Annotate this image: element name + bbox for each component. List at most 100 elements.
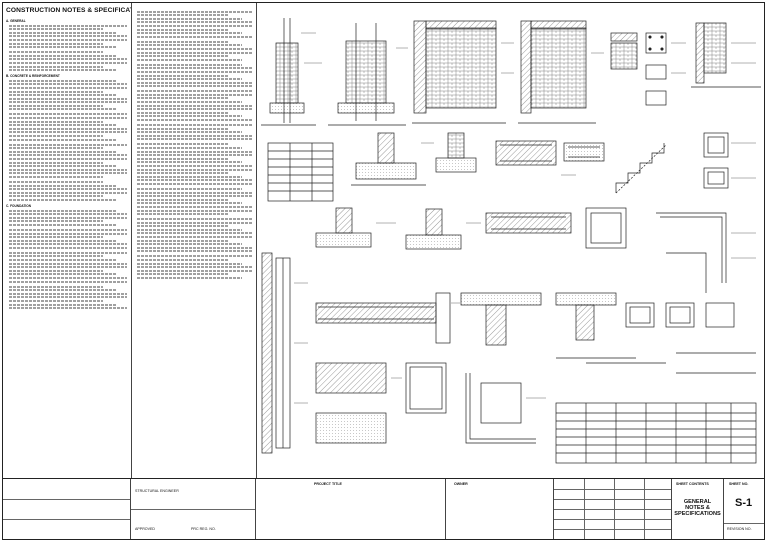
project-title-label: PROJECT TITLE [314, 482, 342, 486]
col1-note-line [9, 191, 127, 194]
col2-note-line [137, 277, 242, 279]
col1-note-line [9, 269, 103, 272]
col1-note-block: B. CONCRETE & REINFORCEMENT [3, 74, 131, 111]
col2-note-line [137, 202, 242, 205]
engineer-block: STRUCTURAL ENGINEER APPROVED PRC REG. NO… [131, 479, 256, 539]
col2-note-line [137, 198, 228, 201]
col2-note-line [137, 161, 242, 164]
drawing-area [256, 3, 764, 478]
col2-note-line [137, 259, 228, 262]
col1-note-line [9, 24, 127, 27]
col1-note-line [9, 243, 127, 246]
col2-note-line [137, 97, 228, 100]
col2-note-line [137, 221, 252, 224]
bar-schedule-table [555, 402, 757, 464]
col1-note-line [9, 138, 117, 141]
col2-note-line [137, 58, 242, 61]
col2-note-line [137, 51, 252, 54]
col1-note-line [9, 51, 103, 54]
lintel-detail [610, 32, 667, 106]
col1-note-line [9, 124, 117, 127]
col2-note-line [137, 124, 252, 127]
col2-note-line [137, 78, 242, 81]
col1-note-line [9, 289, 117, 292]
col2-note-line [137, 164, 252, 167]
col1-note-line [9, 90, 103, 93]
col2-note-line [137, 213, 228, 216]
col2-note-line [137, 111, 228, 114]
col2-note-block [131, 218, 256, 253]
col1-note-line [9, 280, 127, 283]
col1-note-line [9, 165, 117, 168]
sheet-contents-value: GENERAL NOTES & SPECIFICATIONS [674, 499, 721, 517]
stirrup-details [625, 302, 735, 328]
title-block: STRUCTURAL ENGINEER APPROVED PRC REG. NO… [3, 478, 764, 539]
col1-note-line [9, 172, 127, 175]
col1-note-block: A. GENERAL [3, 19, 131, 49]
col2-note-line [137, 115, 242, 118]
col2-note-block [131, 10, 256, 38]
sheet-contents-label: SHEET CONTENTS [676, 482, 709, 486]
anchorage-detail [465, 373, 536, 444]
col1-note-line [9, 273, 117, 276]
col2-note-line [137, 40, 228, 43]
col1-note-line [9, 101, 127, 104]
col1-note-line [9, 28, 103, 31]
beam-detail-mid [495, 140, 605, 166]
col2-note-line [137, 243, 242, 246]
corner-bar-detail [656, 212, 727, 293]
revision-label: REVISION NO. [727, 527, 752, 531]
col2-note-line [137, 246, 252, 249]
col1-note-line [9, 223, 117, 226]
col1-note-line [9, 262, 127, 265]
column-section-right [691, 22, 761, 88]
col1-note-line [9, 42, 103, 45]
col1-note-line [9, 220, 103, 223]
col1-note-line [9, 259, 117, 262]
col1-note-line [9, 303, 117, 306]
slab-beam-junction [460, 292, 617, 346]
revision-grid [554, 479, 672, 539]
col2-note-line [137, 21, 252, 24]
col1-note-heading: B. CONCRETE & REINFORCEMENT [6, 74, 60, 79]
col1-note-block [3, 228, 131, 249]
col2-note-line [137, 138, 252, 141]
col1-note-line [9, 113, 127, 116]
col2-note-line [137, 195, 252, 198]
col1-note-line [9, 175, 103, 178]
slab-reinforcement-table [267, 142, 334, 202]
col1-note-line [9, 150, 117, 153]
col2-note-line [137, 63, 242, 66]
col1-note-block [3, 285, 131, 310]
owner-label: OWNER [454, 482, 468, 486]
col1-note-line [9, 198, 117, 201]
col2-note-line [137, 232, 252, 235]
col2-note-line [137, 266, 252, 269]
col2-note-line [137, 228, 242, 231]
col1-note-line [9, 232, 127, 235]
col1-note-line [9, 131, 127, 134]
col1-note-line [9, 58, 127, 61]
col1-note-line [9, 94, 117, 97]
footing-detail-2 [315, 207, 462, 250]
col1-note-line [9, 236, 103, 239]
col2-note-line [137, 90, 252, 93]
col1-note-line [9, 38, 127, 41]
col1-note-line [9, 188, 127, 191]
tie-beam-detail [485, 207, 627, 249]
prc-reg-label: PRC REG. NO. [191, 527, 216, 531]
col1-note-line [9, 127, 127, 130]
col1-note-block [3, 180, 131, 201]
col2-note-line [137, 67, 252, 70]
col1-note-line [9, 296, 127, 299]
title-block-blank-left [3, 479, 131, 539]
col1-note-line [9, 255, 103, 258]
col2-note-line [137, 262, 242, 265]
engineer-label: STRUCTURAL ENGINEER [135, 489, 179, 493]
col1-note-line [9, 195, 103, 198]
col2-note-line [137, 119, 252, 122]
col2-note-line [137, 32, 242, 35]
col2-note-line [137, 10, 252, 13]
col2-note-line [137, 205, 252, 208]
notes-list-2 [131, 3, 256, 279]
